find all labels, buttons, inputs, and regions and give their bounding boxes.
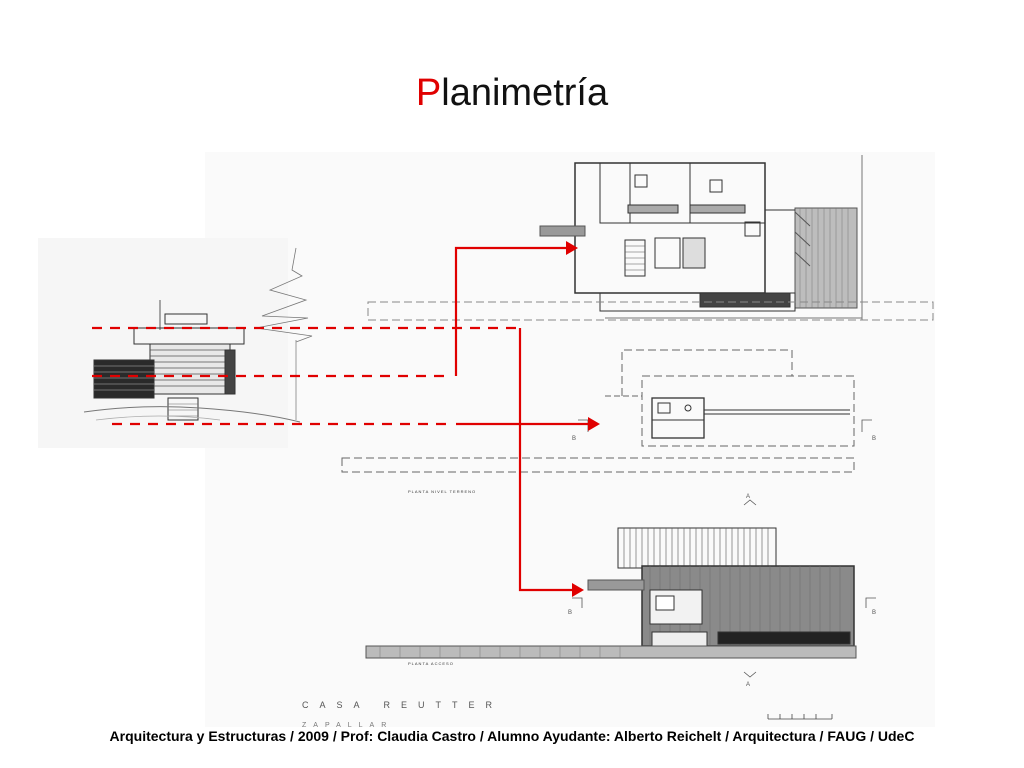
plan-ground-dashed-mid bbox=[641, 375, 855, 447]
plan-access-label: PLANTA ACCESO bbox=[408, 661, 454, 666]
plan-ground-core bbox=[651, 397, 705, 439]
arrowhead-upper bbox=[566, 241, 578, 255]
level-lines bbox=[92, 326, 520, 426]
elevation-background bbox=[38, 238, 288, 448]
section-mark-b1: B bbox=[572, 436, 576, 442]
plan-upper-dashed-outline bbox=[367, 301, 934, 321]
ground-line bbox=[83, 406, 301, 423]
scale-bar bbox=[767, 714, 833, 720]
plan-ground bbox=[341, 349, 855, 473]
tree-sketch bbox=[255, 247, 313, 343]
arrow-to-upper-plan bbox=[454, 246, 568, 376]
section-mark-b2: B bbox=[872, 436, 876, 442]
upper-volume bbox=[149, 343, 231, 395]
section-mark-a2: A bbox=[746, 682, 750, 688]
arrow-to-access-plan bbox=[518, 328, 574, 592]
architectural-drawing: B B bbox=[38, 152, 935, 727]
plan-access bbox=[365, 527, 857, 659]
section-mark-b3: B bbox=[568, 610, 572, 616]
plan-ground-label: PLANTA NIVEL TERRENO bbox=[408, 489, 477, 494]
plan-ground-dashed-upper bbox=[621, 349, 793, 396]
lower-base bbox=[167, 397, 199, 421]
arrowhead-access bbox=[572, 583, 584, 597]
project-name: CASA REUTTER bbox=[302, 700, 504, 710]
plan-upper-terrace bbox=[794, 207, 858, 309]
plan-upper bbox=[539, 155, 863, 320]
plan-access-walkway bbox=[365, 645, 857, 659]
section-mark-b4: B bbox=[872, 610, 876, 616]
plan-ground-dashed-lower bbox=[341, 457, 855, 473]
roof-top bbox=[164, 313, 208, 325]
slide-title: Planimetría bbox=[0, 72, 1024, 115]
louver-volume bbox=[93, 359, 155, 399]
section-marks-bottom bbox=[572, 499, 876, 678]
title-initial: P bbox=[415, 72, 442, 114]
arrow-heads bbox=[566, 241, 600, 597]
arrowhead-ground bbox=[588, 417, 600, 431]
title-rest: lanimetría bbox=[441, 72, 609, 114]
level-arrows bbox=[454, 246, 590, 592]
upper-hatch bbox=[150, 349, 230, 387]
slide-footer: Arquitectura y Estructuras / 2009 / Prof… bbox=[109, 728, 915, 744]
project-location: ZAPALLAR bbox=[302, 722, 394, 729]
elevation-drawing bbox=[83, 247, 313, 423]
section-mark-a1: A bbox=[746, 494, 750, 500]
